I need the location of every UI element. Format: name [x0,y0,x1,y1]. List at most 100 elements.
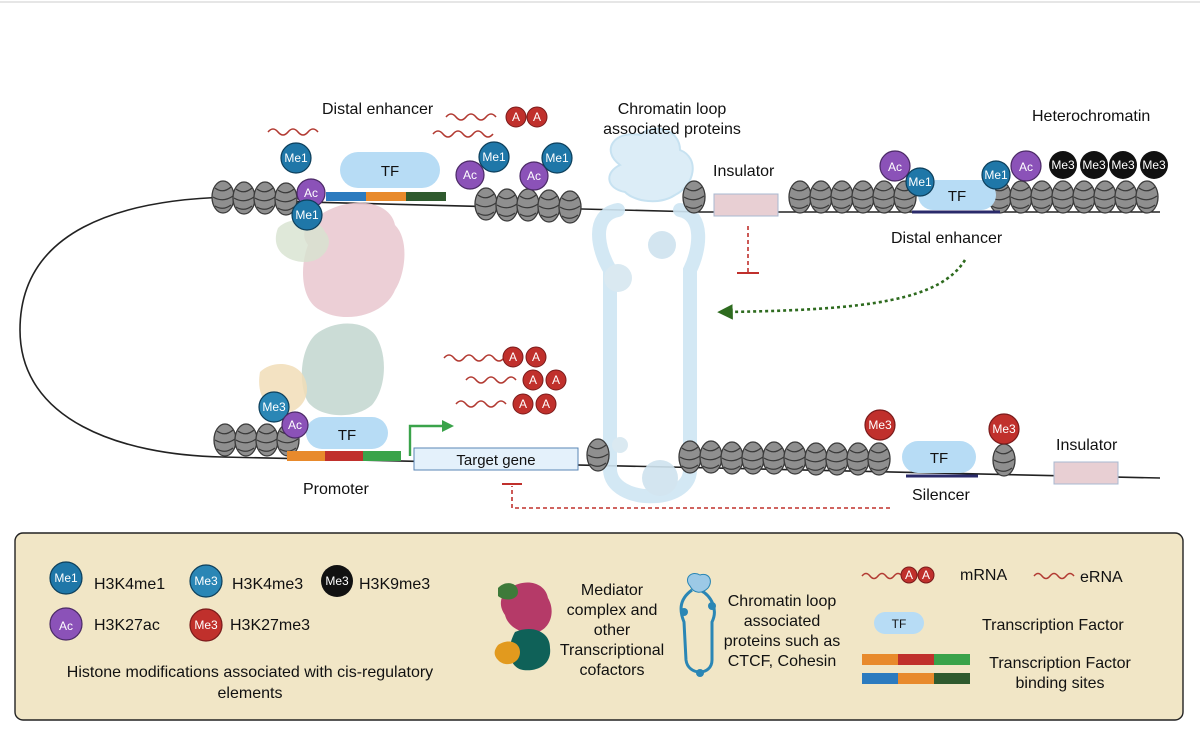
legend-tfbs-1: Transcription Factor [989,655,1131,672]
svg-text:H3K9me3: H3K9me3 [359,576,430,593]
label-chromatin-loop-2: associated proteins [603,121,741,138]
legend-mediator-5: cofactors [580,662,645,679]
svg-text:Target gene: Target gene [456,452,535,469]
svg-text:Me3: Me3 [194,618,218,632]
svg-text:TF: TF [381,163,399,180]
legend-tf-icon: TF [874,612,924,634]
label-insulator-bottom: Insulator [1056,437,1118,454]
label-promoter: Promoter [303,481,369,498]
legend-h3k9me3: Me3 H3K9me3 [321,565,430,597]
svg-text:Ac: Ac [463,168,477,182]
tf-binding-sites-promoter [287,451,401,461]
svg-text:Ac: Ac [1019,160,1033,174]
legend: Me1 H3K4me1 Me3 H3K4me3 Me3 H3K9me3 Ac H… [14,532,1184,721]
legend-erna-icon [1033,572,1075,580]
svg-text:H3K4me3: H3K4me3 [232,576,303,593]
svg-text:Me3: Me3 [868,418,892,432]
legend-loop-3: proteins such as [724,633,841,650]
insulator-top [713,193,779,274]
svg-text:Ac: Ac [304,186,318,200]
legend-h3k4me3: Me3 H3K4me3 [189,564,303,598]
svg-text:A: A [552,373,560,387]
svg-text:H3K27ac: H3K27ac [94,617,160,634]
svg-text:A: A [509,350,517,364]
tf-right-enhancer: TF [912,180,1000,214]
label-heterochromatin: Heterochromatin [1032,108,1150,125]
legend-tfbs-2: binding sites [1016,675,1105,692]
tf-binding-sites-top [326,192,446,201]
label-distal-enhancer-right: Distal enhancer [891,230,1003,247]
legend-h3k27ac: Ac H3K27ac [49,607,160,641]
chromatin-loop-proteins [592,127,706,504]
svg-text:A: A [529,373,537,387]
histone-marks-top-left: Me1 Ac Me1 Ac Me1 Ac Me1 [280,141,573,231]
svg-text:Me1: Me1 [545,151,569,165]
legend-loop-4: CTCF, Cohesin [728,653,836,670]
svg-text:Me3: Me3 [1082,158,1106,172]
legend-mediator-4: Transcriptional [560,642,664,659]
svg-text:Me1: Me1 [295,208,319,222]
legend-mediator-1: Mediator [581,582,644,599]
svg-text:A: A [542,397,550,411]
mrna-target-gene: A A A A A A [443,346,567,415]
svg-text:A: A [533,110,541,124]
legend-loop-icon [679,572,716,677]
svg-text:Ac: Ac [527,169,541,183]
svg-text:TF: TF [948,188,966,205]
erna-top [267,113,497,138]
transcription-start-arrow [408,420,454,456]
legend-erna: eRNA [1080,569,1123,586]
mrna-tail-top: A A [505,106,548,128]
svg-text:A: A [905,568,913,582]
tf-silencer: TF [902,441,978,478]
label-distal-enhancer-top: Distal enhancer [322,101,434,118]
legend-mrna: mRNA [960,567,1007,584]
svg-text:A: A [922,568,930,582]
legend-tfbs-icon [862,654,970,684]
silencer-repression-line [502,483,890,509]
label-silencer: Silencer [912,487,970,504]
svg-text:TF: TF [892,617,907,631]
label-chromatin-loop-1: Chromatin loop [618,101,727,118]
svg-text:Me3: Me3 [262,400,286,414]
svg-text:Me1: Me1 [984,168,1008,182]
svg-text:Ac: Ac [888,160,902,174]
svg-text:Me1: Me1 [482,150,506,164]
svg-text:TF: TF [338,427,356,444]
label-insulator-top: Insulator [713,163,775,180]
heterochromatin-marks: Me3 Me3 Me3 Me3 [1049,151,1168,179]
legend-transcription-factor: Transcription Factor [982,617,1124,634]
svg-text:A: A [519,397,527,411]
histone-marks-right: Ac Me1 Me1 Ac [879,150,1042,197]
svg-text:A: A [512,110,520,124]
svg-text:Me3: Me3 [992,422,1016,436]
svg-text:Me3: Me3 [1111,158,1135,172]
legend-mediator-icon [494,582,552,671]
legend-loop-1: Chromatin loop [728,593,837,610]
tf-promoter: TF [306,417,388,449]
legend-h3k4me1: Me1 H3K4me1 [49,561,165,595]
tf-top-enhancer: TF [340,152,440,188]
svg-text:Me3: Me3 [1051,158,1075,172]
legend-mrna-icon: A A [861,566,935,584]
svg-text:TF: TF [930,450,948,467]
legend-h3k27me3: Me3 H3K27me3 [189,608,310,642]
svg-text:Me3: Me3 [325,574,349,588]
histone-marks-silencer: Me3 Me3 [864,409,1020,445]
svg-text:H3K27me3: H3K27me3 [230,617,310,634]
svg-text:Me1: Me1 [284,151,308,165]
legend-histone-caption-1: Histone modifications associated with ci… [67,664,433,681]
enhancer-activation-arrow [717,259,967,320]
svg-text:Me1: Me1 [908,175,932,189]
legend-mediator-3: other [594,622,631,639]
legend-histone-caption-2: elements [218,685,283,702]
legend-mediator-2: complex and [567,602,658,619]
histone-marks-promoter: Me3 Ac [258,391,309,439]
svg-text:A: A [532,350,540,364]
svg-text:Me3: Me3 [1142,158,1166,172]
svg-text:H3K4me1: H3K4me1 [94,576,165,593]
svg-text:Ac: Ac [288,418,302,432]
svg-text:Me1: Me1 [54,571,78,585]
insulator-bottom [1053,461,1119,485]
